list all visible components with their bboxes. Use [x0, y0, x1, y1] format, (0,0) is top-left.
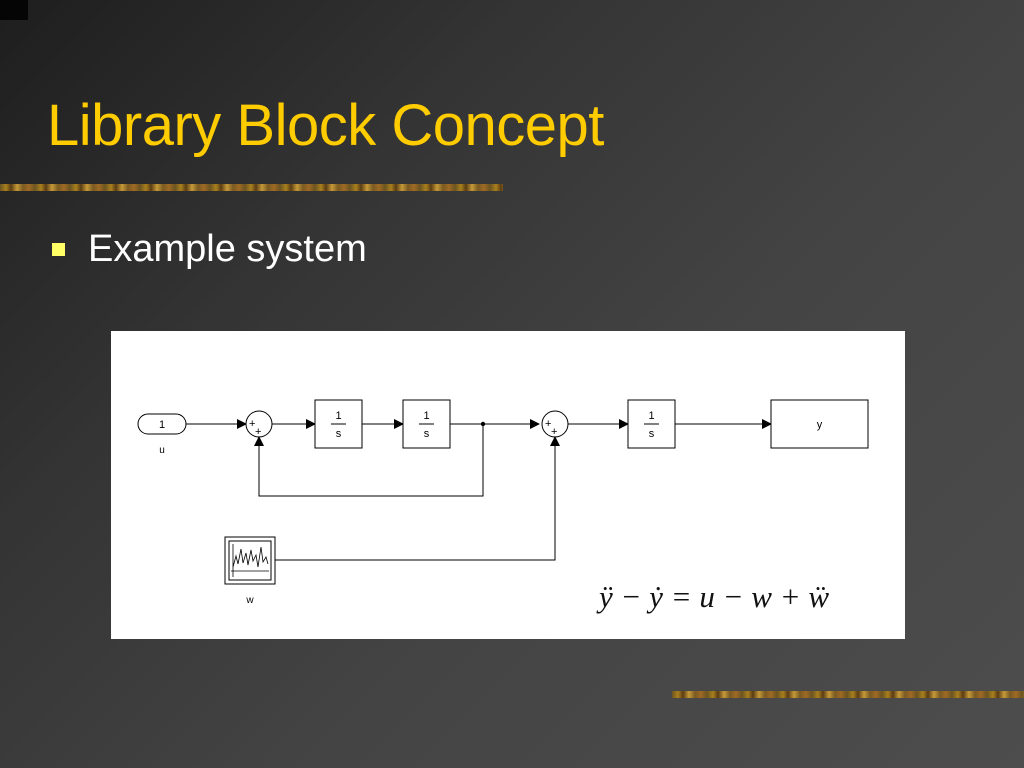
integrator-1-denominator: s: [336, 428, 342, 440]
disturbance-line: [275, 436, 560, 561]
integrator-2-numerator: 1: [423, 410, 429, 422]
block-diagram: 1 u + + 1 s 1 s: [137, 399, 869, 614]
integrator-1-numerator: 1: [335, 410, 341, 422]
integrator-2-denominator: s: [424, 428, 430, 440]
integrator-3-numerator: 1: [648, 410, 654, 422]
sum2-sign-bottom: +: [551, 426, 557, 438]
inport-number: 1: [159, 419, 165, 431]
output-label: y: [817, 419, 823, 431]
title-divider: [0, 184, 503, 191]
integrator-block-2[interactable]: 1 s: [402, 399, 451, 449]
bullet-item: Example system: [52, 228, 367, 271]
noise-source-block[interactable]: [224, 536, 276, 585]
sum1-sign-bottom: +: [255, 426, 261, 438]
integrator-block-3[interactable]: 1 s: [627, 399, 676, 449]
slide-title: Library Block Concept: [47, 93, 604, 158]
system-equation: ÿ − ẏ = u − w + ẅ: [596, 579, 829, 614]
noise-source-name: w: [245, 595, 254, 606]
integrator-3-denominator: s: [649, 428, 655, 440]
footer-divider: [672, 691, 1024, 698]
corner-mark: [0, 0, 28, 20]
noise-waveform-icon: [232, 546, 269, 568]
bullet-text: Example system: [88, 228, 367, 270]
integrator-block-1[interactable]: 1 s: [314, 399, 363, 449]
sum-block-1[interactable]: + +: [245, 410, 273, 438]
block-diagram-figure: 1 u + + 1 s 1 s: [111, 331, 905, 639]
sum2-sign-top: +: [545, 418, 551, 430]
sum-block-2[interactable]: + +: [541, 410, 569, 438]
square-bullet-icon: [52, 243, 65, 256]
inport-name: u: [159, 445, 165, 456]
sum1-sign-top: +: [249, 418, 255, 430]
feedback-line: [254, 424, 484, 497]
output-block-y[interactable]: y: [770, 399, 869, 449]
inport-u[interactable]: 1: [137, 413, 187, 435]
